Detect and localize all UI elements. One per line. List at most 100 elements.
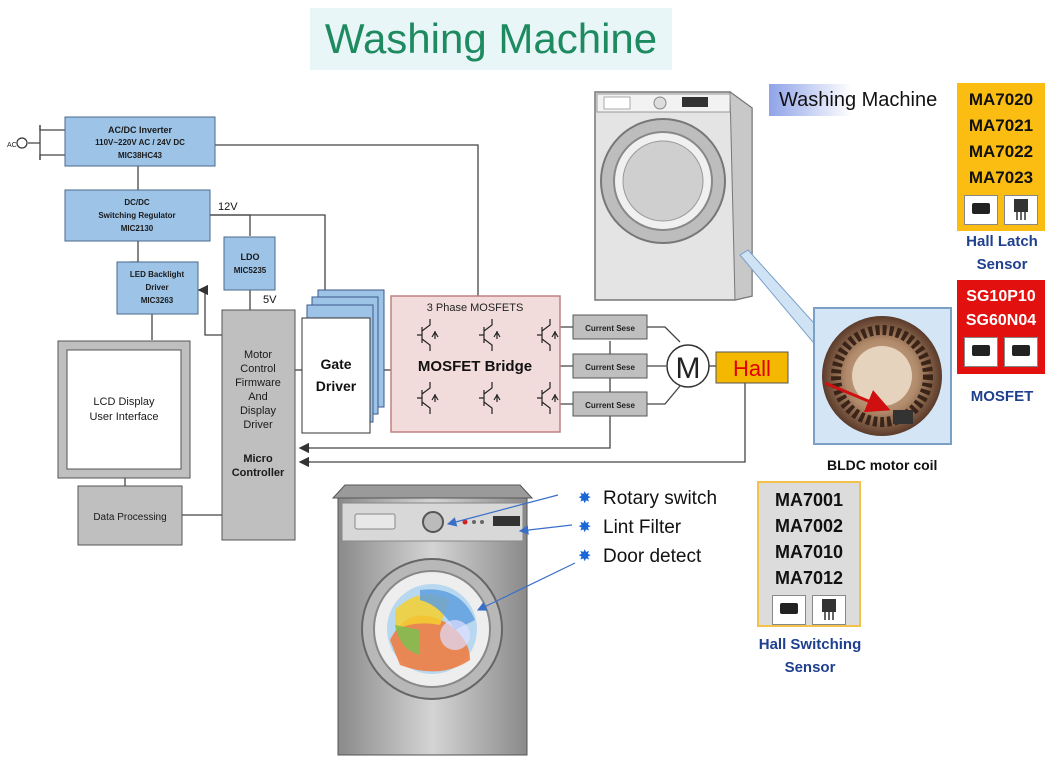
data-processing-block: Data Processing [77, 485, 183, 546]
led-line1: LED Backlight [130, 270, 185, 279]
part-sg60n04: SG60N04 [965, 312, 1037, 329]
smd-package-icon [964, 195, 998, 225]
star-bullet-icon: ✸ [578, 548, 592, 565]
svg-text:M: M [676, 352, 701, 385]
gate-driver-line2: Driver [316, 378, 357, 394]
part-ma7001: MA7001 [774, 490, 844, 510]
rotary-arrow [446, 494, 559, 527]
through-hole-package-icon [1004, 195, 1038, 225]
hall-switching-parts-box: MA7001 MA7002 MA7010 MA7012 [757, 481, 861, 627]
part-ma7012: MA7012 [774, 568, 844, 588]
hall-latch-caption: Hall Latch Sensor [946, 230, 1058, 276]
feature-item: ✸ Lint Filter [578, 513, 717, 542]
dpak-package-icon [1004, 337, 1038, 367]
washing-machine-label: Washing Machine [769, 84, 952, 116]
mosfet-bridge-block: 3 Phase MOSFETS MOSFET Bridge [390, 295, 561, 433]
hall-switching-caption-line1: Hall Switching [758, 636, 862, 653]
feature-item: ✸Door detect [578, 542, 717, 571]
mcu-bold-1: Micro [243, 453, 273, 465]
part-ma7010: MA7010 [774, 542, 844, 562]
mcu-line-3: Firmware [235, 377, 281, 389]
star-bullet-icon: ✸ [578, 490, 592, 507]
mosfet-parts-box: SG10P10 SG60N04 [957, 280, 1045, 374]
ac-source-icon [16, 137, 28, 149]
feature-list: ✸ Rotary switch ✸ Lint Filter ✸Door detect [578, 484, 717, 571]
ac-dc-part: MIC38HC43 [118, 151, 163, 160]
lcd-display-block: LCD Display User Interface [57, 340, 191, 479]
ldo-block: LDO MIC5235 [223, 236, 276, 291]
mcu-line-2: Control [240, 363, 275, 375]
hall-latch-caption-line2: Sensor [976, 256, 1028, 273]
svg-text:Current Sese: Current Sese [585, 324, 635, 333]
lcd-line1: LCD Display [93, 396, 155, 408]
bldc-motor-coil-image [813, 307, 952, 445]
led-backlight-driver-block: LED Backlight Driver MIC3263 [116, 261, 199, 315]
package-icons [964, 195, 1038, 225]
mosfet-bridge-header: 3 Phase MOSFETS [427, 302, 524, 314]
star-bullet-icon: ✸ [578, 519, 592, 536]
part-ma7022: MA7022 [968, 142, 1034, 161]
mcu-line-4: And [248, 391, 268, 403]
data-processing-label: Data Processing [93, 512, 166, 523]
gate-driver-block: Gate Driver [301, 289, 385, 434]
soic-package-icon [964, 337, 998, 367]
switch-package-icons [772, 595, 846, 625]
svg-text:Hall: Hall [733, 356, 771, 381]
feature-rotary-switch: Rotary switch [603, 488, 718, 509]
ac-dc-inverter-block: AC/DC Inverter 110V~220V AC / 24V DC MIC… [64, 116, 216, 167]
transistor-icon [479, 319, 501, 351]
transistor-icon [537, 319, 559, 351]
v12-label: 12V [218, 201, 238, 213]
current-sense-2: Current Sese [572, 353, 648, 379]
hall-sensor-block: Hall [715, 351, 789, 384]
feature-item: ✸ Rotary switch [578, 484, 717, 513]
led-part: MIC3263 [141, 296, 174, 305]
svg-text:Current Sese: Current Sese [585, 401, 635, 410]
ldo-part: MIC5235 [234, 266, 267, 275]
coil-arrow [824, 381, 891, 413]
ldo-title: LDO [241, 252, 260, 262]
ac-dc-spec: 110V~220V AC / 24V DC [95, 138, 185, 147]
bldc-caption: BLDC motor coil [827, 457, 938, 473]
microcontroller-block: Motor Control Firmware And Display Drive… [221, 309, 296, 541]
svg-text:Current Sese: Current Sese [585, 363, 635, 372]
part-ma7021: MA7021 [968, 116, 1034, 135]
door-arrow [476, 562, 576, 611]
transistor-icon [417, 319, 439, 351]
mcu-line-1: Motor [244, 349, 272, 361]
smd-package-icon [772, 595, 806, 625]
dc-dc-regulator-block: DC/DC Switching Regulator MIC2130 [64, 189, 211, 242]
lcd-line2: User Interface [89, 411, 158, 423]
mosfet-package-icons [964, 337, 1038, 367]
part-sg10p10: SG10P10 [966, 288, 1036, 305]
part-ma7023: MA7023 [968, 168, 1034, 187]
mcu-line-5: Display [240, 405, 277, 417]
page-title: Washing Machine [310, 8, 672, 70]
feature-lint-filter: Lint Filter [603, 517, 682, 538]
dc-dc-spec: Switching Regulator [98, 211, 175, 220]
mosfet-bridge-label: MOSFET Bridge [418, 358, 532, 375]
through-hole-package-icon [812, 595, 846, 625]
washing-machine-front-image [331, 484, 534, 756]
washing-machine-3d-image [594, 91, 753, 301]
gate-driver-line1: Gate [320, 356, 351, 372]
motor-symbol: M [666, 344, 710, 388]
transistor-icon [417, 382, 439, 414]
hall-switching-caption: Hall Switching Sensor [745, 633, 875, 679]
mcu-line-6: Driver [243, 419, 273, 431]
dc-dc-title: DC/DC [124, 198, 150, 207]
ac-dc-title: AC/DC Inverter [108, 125, 173, 135]
current-sense-1: Current Sese [572, 314, 648, 340]
current-sense-3: Current Sese [572, 391, 648, 417]
part-ma7002: MA7002 [774, 516, 844, 536]
transistor-icon [479, 382, 501, 414]
mcu-bold-2: Controller [232, 467, 285, 479]
ac-label: AC [7, 142, 17, 149]
hall-latch-caption-line1: Hall Latch [966, 233, 1038, 250]
mosfet-caption: MOSFET [970, 388, 1034, 405]
transistor-icon [537, 382, 559, 414]
dc-dc-part: MIC2130 [121, 224, 154, 233]
hall-switching-caption-line2: Sensor [784, 659, 836, 676]
hall-latch-parts-box: MA7020 MA7021 MA7022 MA7023 [957, 83, 1045, 231]
